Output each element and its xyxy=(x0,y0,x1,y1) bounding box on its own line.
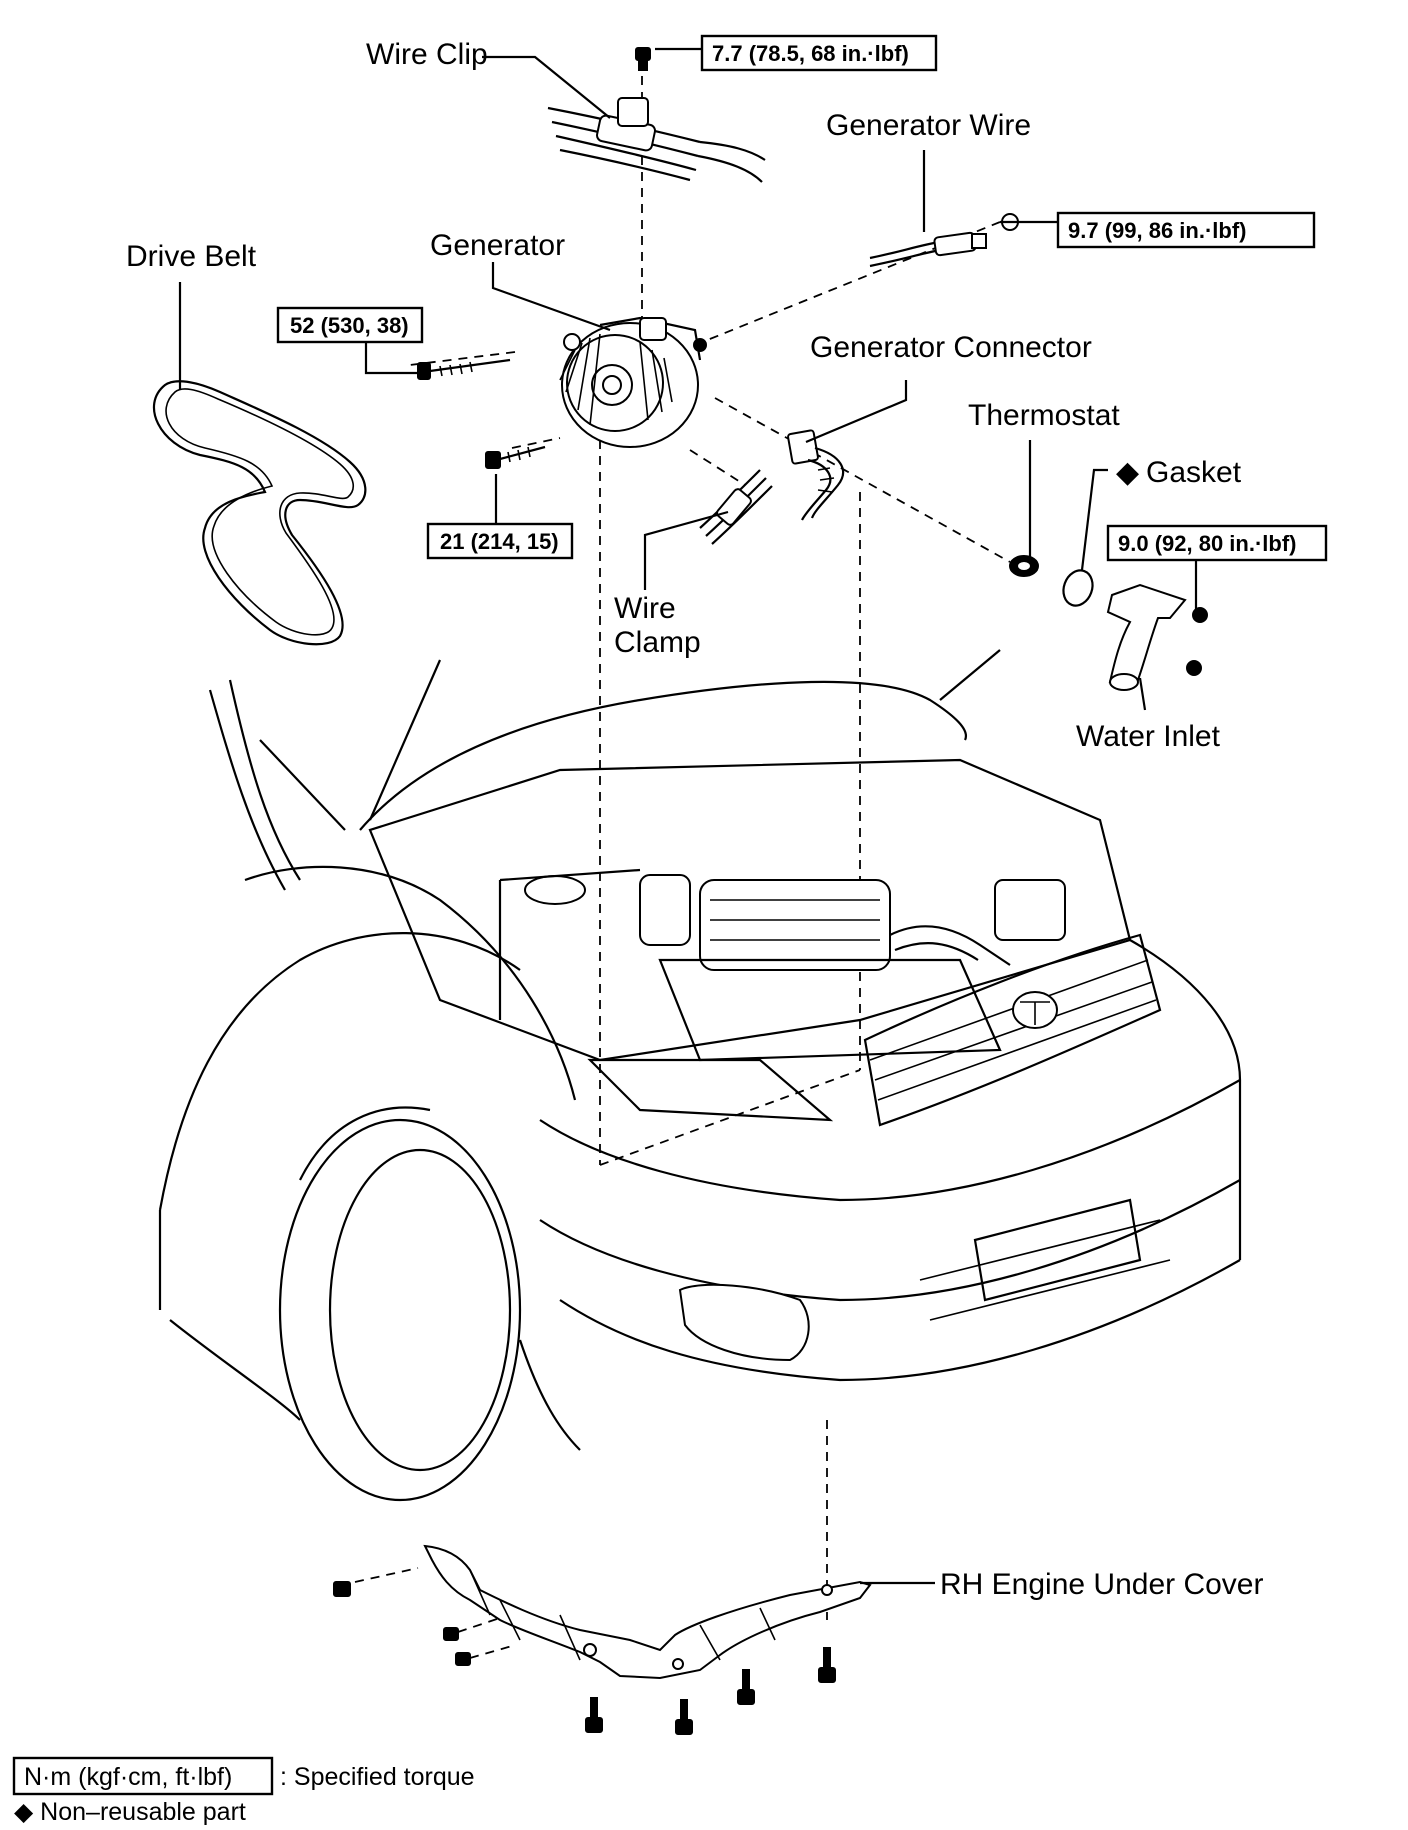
generator-bolt-upper-icon xyxy=(417,358,511,380)
label-gasket: Gasket xyxy=(1146,456,1242,489)
svg-text:52 (530, 38): 52 (530, 38) xyxy=(290,313,409,338)
wire-clamp xyxy=(699,469,773,545)
generator-bolt-lower-icon xyxy=(485,445,546,469)
svg-text:9.0 (92, 80 in.·lbf): 9.0 (92, 80 in.·lbf) xyxy=(1118,531,1297,556)
torque-generator-bolt-lower: 21 (214, 15) xyxy=(426,522,574,560)
label-wire-clamp-line1: Wire xyxy=(614,592,676,625)
label-drive-belt: Drive Belt xyxy=(126,240,257,273)
thermostat xyxy=(1009,555,1039,577)
torque-water-inlet: 9.0 (92, 80 in.·lbf) xyxy=(1106,524,1328,562)
leader-lines xyxy=(178,47,1198,1585)
wire-clip-bolt-icon xyxy=(635,47,651,71)
torque-generator-bolt-upper: 52 (530, 38) xyxy=(276,306,424,344)
torque-wire-clip: 7.7 (78.5, 68 in.·lbf) xyxy=(700,34,938,72)
label-wire-clip: Wire Clip xyxy=(366,38,488,71)
svg-text:7.7 (78.5, 68 in.·lbf): 7.7 (78.5, 68 in.·lbf) xyxy=(712,41,909,66)
label-water-inlet: Water Inlet xyxy=(1076,720,1221,753)
svg-text:9.7 (99, 86 in.·lbf): 9.7 (99, 86 in.·lbf) xyxy=(1068,218,1247,243)
generator xyxy=(559,316,707,448)
generator-wire xyxy=(869,213,1019,268)
label-thermostat: Thermostat xyxy=(968,399,1120,432)
legend-torque-unit: N·m (kgf·cm, ft·lbf) xyxy=(24,1763,232,1791)
gasket xyxy=(1062,569,1094,607)
legend-nonreusable: ◆ Non–reusable part xyxy=(14,1798,246,1826)
assembly-dashed-lines xyxy=(354,60,1011,1659)
under-cover-fastener-icons xyxy=(333,1581,836,1735)
wire-clip-harness xyxy=(547,97,766,183)
rh-engine-under-cover xyxy=(423,1544,872,1680)
water-inlet xyxy=(1106,583,1208,691)
label-generator: Generator xyxy=(430,229,565,262)
legend: N·m (kgf·cm, ft·lbf) : Specified torque … xyxy=(12,1756,475,1826)
label-generator-connector: Generator Connector xyxy=(810,331,1092,364)
vehicle-front xyxy=(158,649,1242,1502)
drive-belt xyxy=(152,380,367,646)
label-generator-wire: Generator Wire xyxy=(826,109,1031,142)
generator-connector xyxy=(787,429,845,521)
label-rh-engine-under-cover: RH Engine Under Cover xyxy=(940,1568,1263,1601)
torque-generator-wire: 9.7 (99, 86 in.·lbf) xyxy=(1056,211,1316,249)
label-wire-clamp-line2: Clamp xyxy=(614,626,701,659)
svg-text:21 (214, 15): 21 (214, 15) xyxy=(440,529,559,554)
part-labels: Wire Clip Generator Wire Drive Belt Gene… xyxy=(126,38,1263,1601)
legend-torque-desc: : Specified torque xyxy=(280,1763,475,1791)
diamond-icon: ◆ xyxy=(1116,456,1139,489)
